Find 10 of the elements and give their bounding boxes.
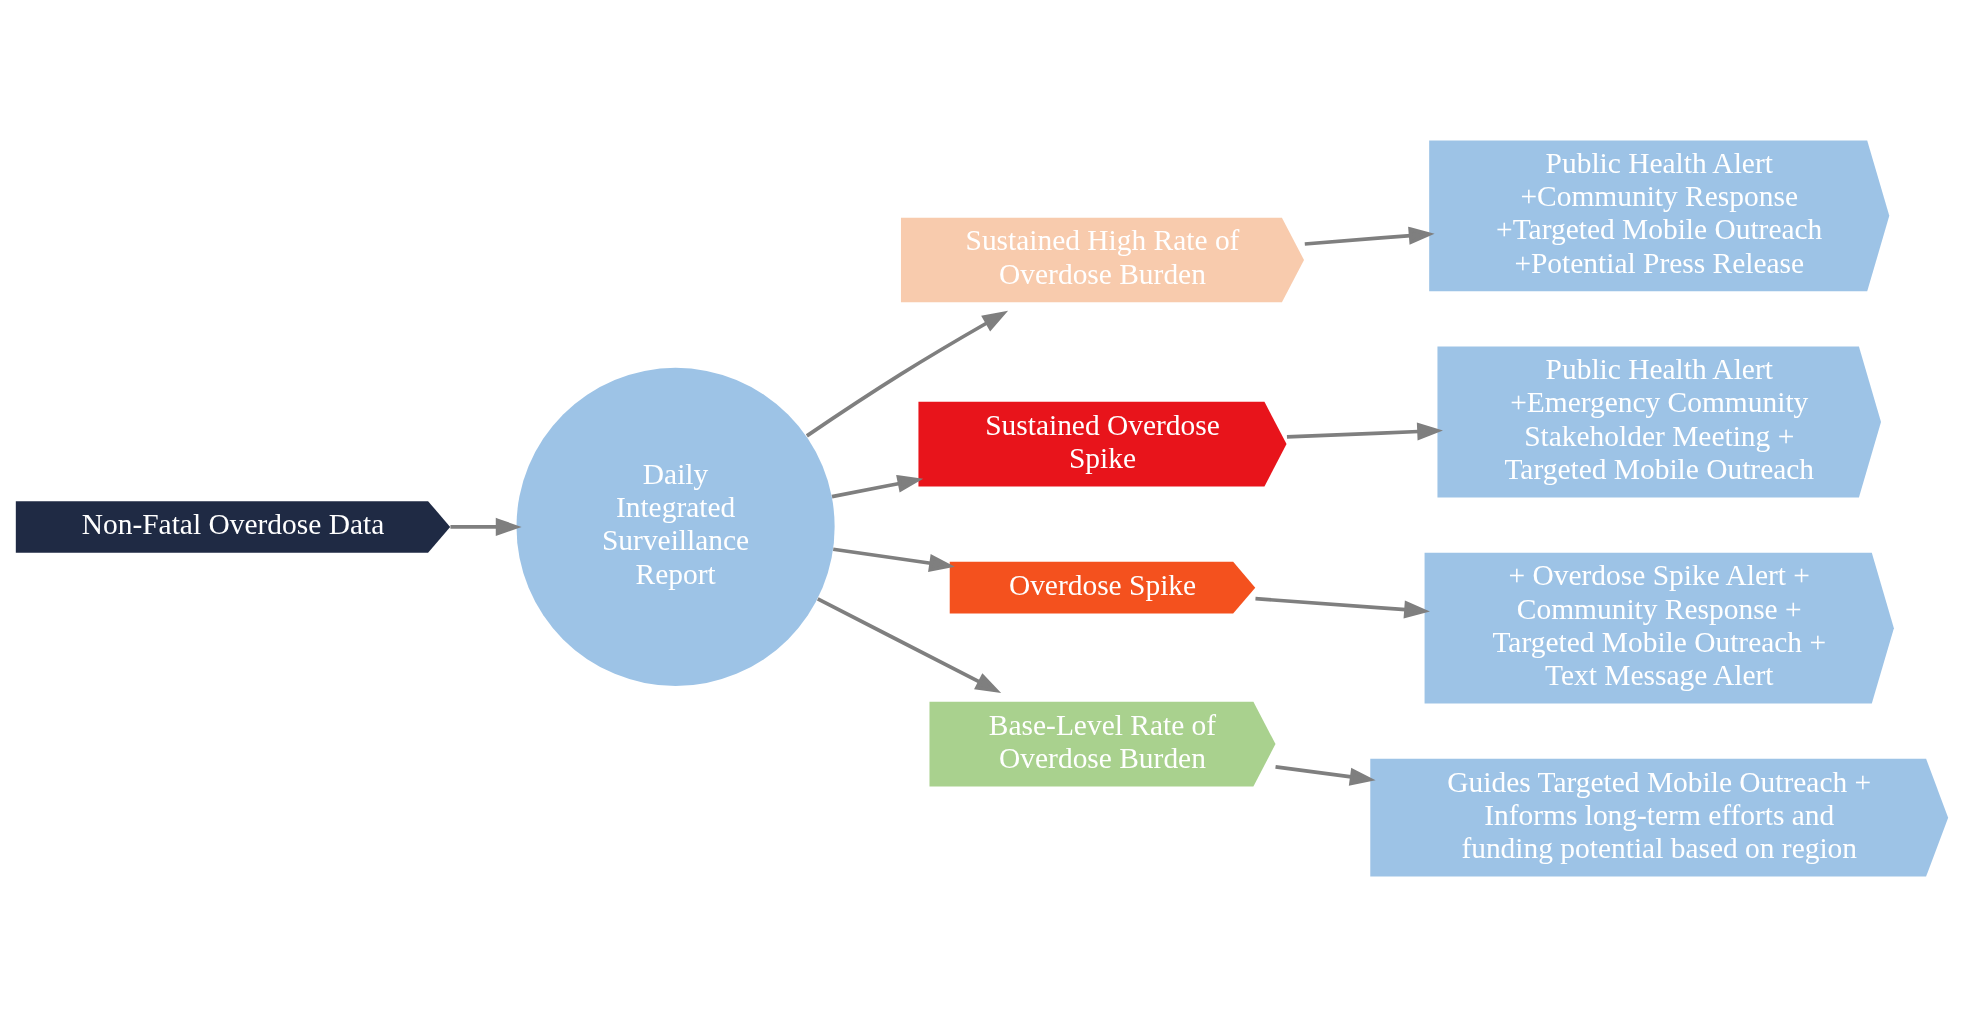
arrow — [831, 474, 924, 498]
arrow — [816, 596, 1002, 693]
arrow — [805, 310, 1009, 437]
arrow — [1255, 596, 1430, 619]
node-circle: Daily Integrated Surveillance Report — [516, 367, 835, 686]
arrow — [1286, 422, 1443, 441]
arrow — [450, 517, 522, 536]
arrow — [1275, 764, 1376, 786]
arrow — [832, 546, 955, 572]
arrow — [1304, 226, 1435, 246]
